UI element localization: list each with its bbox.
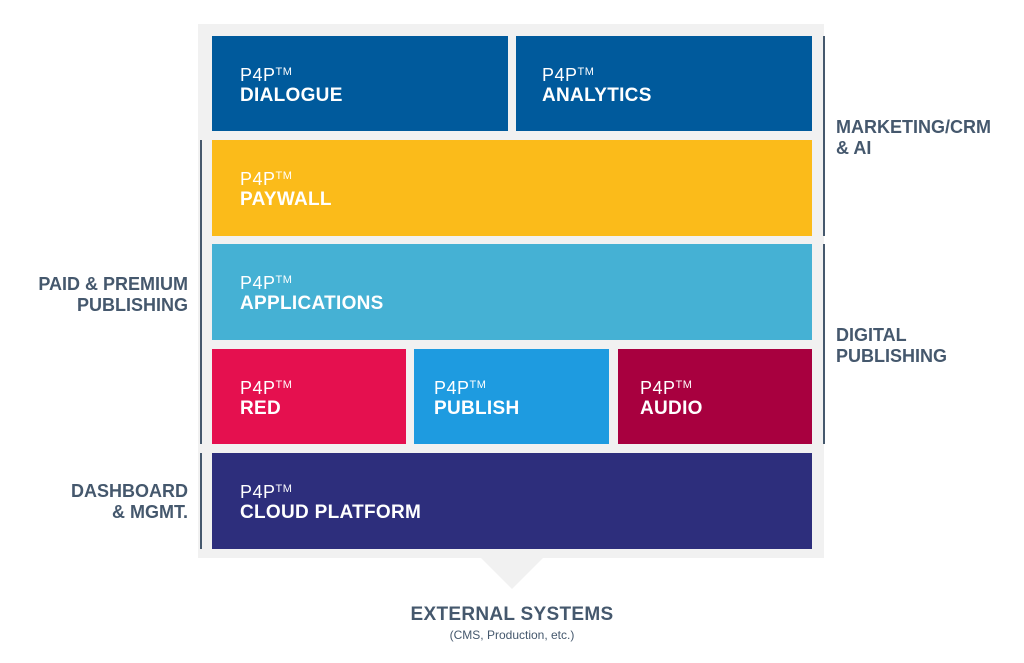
block-applications: P4PTM APPLICATIONS [212, 244, 812, 340]
block-prefix: P4PTM [240, 378, 293, 398]
block-name: DIALOGUE [240, 85, 343, 106]
label-dashboard-mgmt: DASHBOARD & MGMT. [0, 481, 188, 523]
frame-pointer [480, 557, 544, 589]
block-analytics: P4PTM ANALYTICS [516, 36, 812, 131]
block-name: RED [240, 398, 282, 419]
block-prefix: P4PTM [434, 378, 487, 398]
label-paid-premium-publishing: PAID & PREMIUM PUBLISHING [0, 274, 188, 316]
block-prefix: P4PTM [640, 378, 693, 398]
label-line: PUBLISHING [76, 295, 188, 315]
divider-dashboard [200, 453, 202, 549]
block-paywall: P4PTM PAYWALL [212, 140, 812, 236]
divider-digital [823, 244, 825, 444]
block-name: CLOUD PLATFORM [240, 502, 422, 523]
block-name: APPLICATIONS [240, 293, 384, 314]
block-prefix: P4PTM [240, 65, 293, 85]
label-line: DASHBOARD [71, 481, 188, 501]
label-line: & AI [836, 138, 872, 158]
label-line: PUBLISHING [836, 346, 948, 366]
block-cloud-platform: P4PTM CLOUD PLATFORM [212, 453, 812, 549]
block-dialogue: P4PTM DIALOGUE [212, 36, 508, 131]
label-digital-publishing: DIGITAL PUBLISHING [836, 325, 947, 367]
label-line: & MGMT. [112, 502, 188, 522]
external-systems-title: EXTERNAL SYSTEMS [410, 604, 614, 625]
divider-paid [200, 140, 202, 444]
block-name: PAYWALL [240, 189, 332, 210]
block-prefix: P4PTM [240, 482, 293, 502]
external-systems-subtitle: (CMS, Production, etc.) [449, 628, 575, 642]
block-prefix: P4PTM [240, 273, 293, 293]
block-audio: P4PTM AUDIO [618, 349, 812, 444]
block-prefix: P4PTM [542, 65, 595, 85]
block-prefix: P4PTM [240, 169, 293, 189]
block-name: AUDIO [640, 398, 703, 419]
block-name: ANALYTICS [542, 85, 652, 106]
block-name: PUBLISH [434, 398, 520, 419]
block-red: P4PTM RED [212, 349, 406, 444]
label-marketing-crm-ai: MARKETING/CRM & AI [836, 117, 991, 159]
block-publish: P4PTM PUBLISH [414, 349, 609, 444]
divider-marketing [823, 36, 825, 236]
label-line: DIGITAL [836, 325, 907, 345]
label-line: PAID & PREMIUM [38, 274, 188, 294]
label-line: MARKETING/CRM [836, 117, 991, 137]
